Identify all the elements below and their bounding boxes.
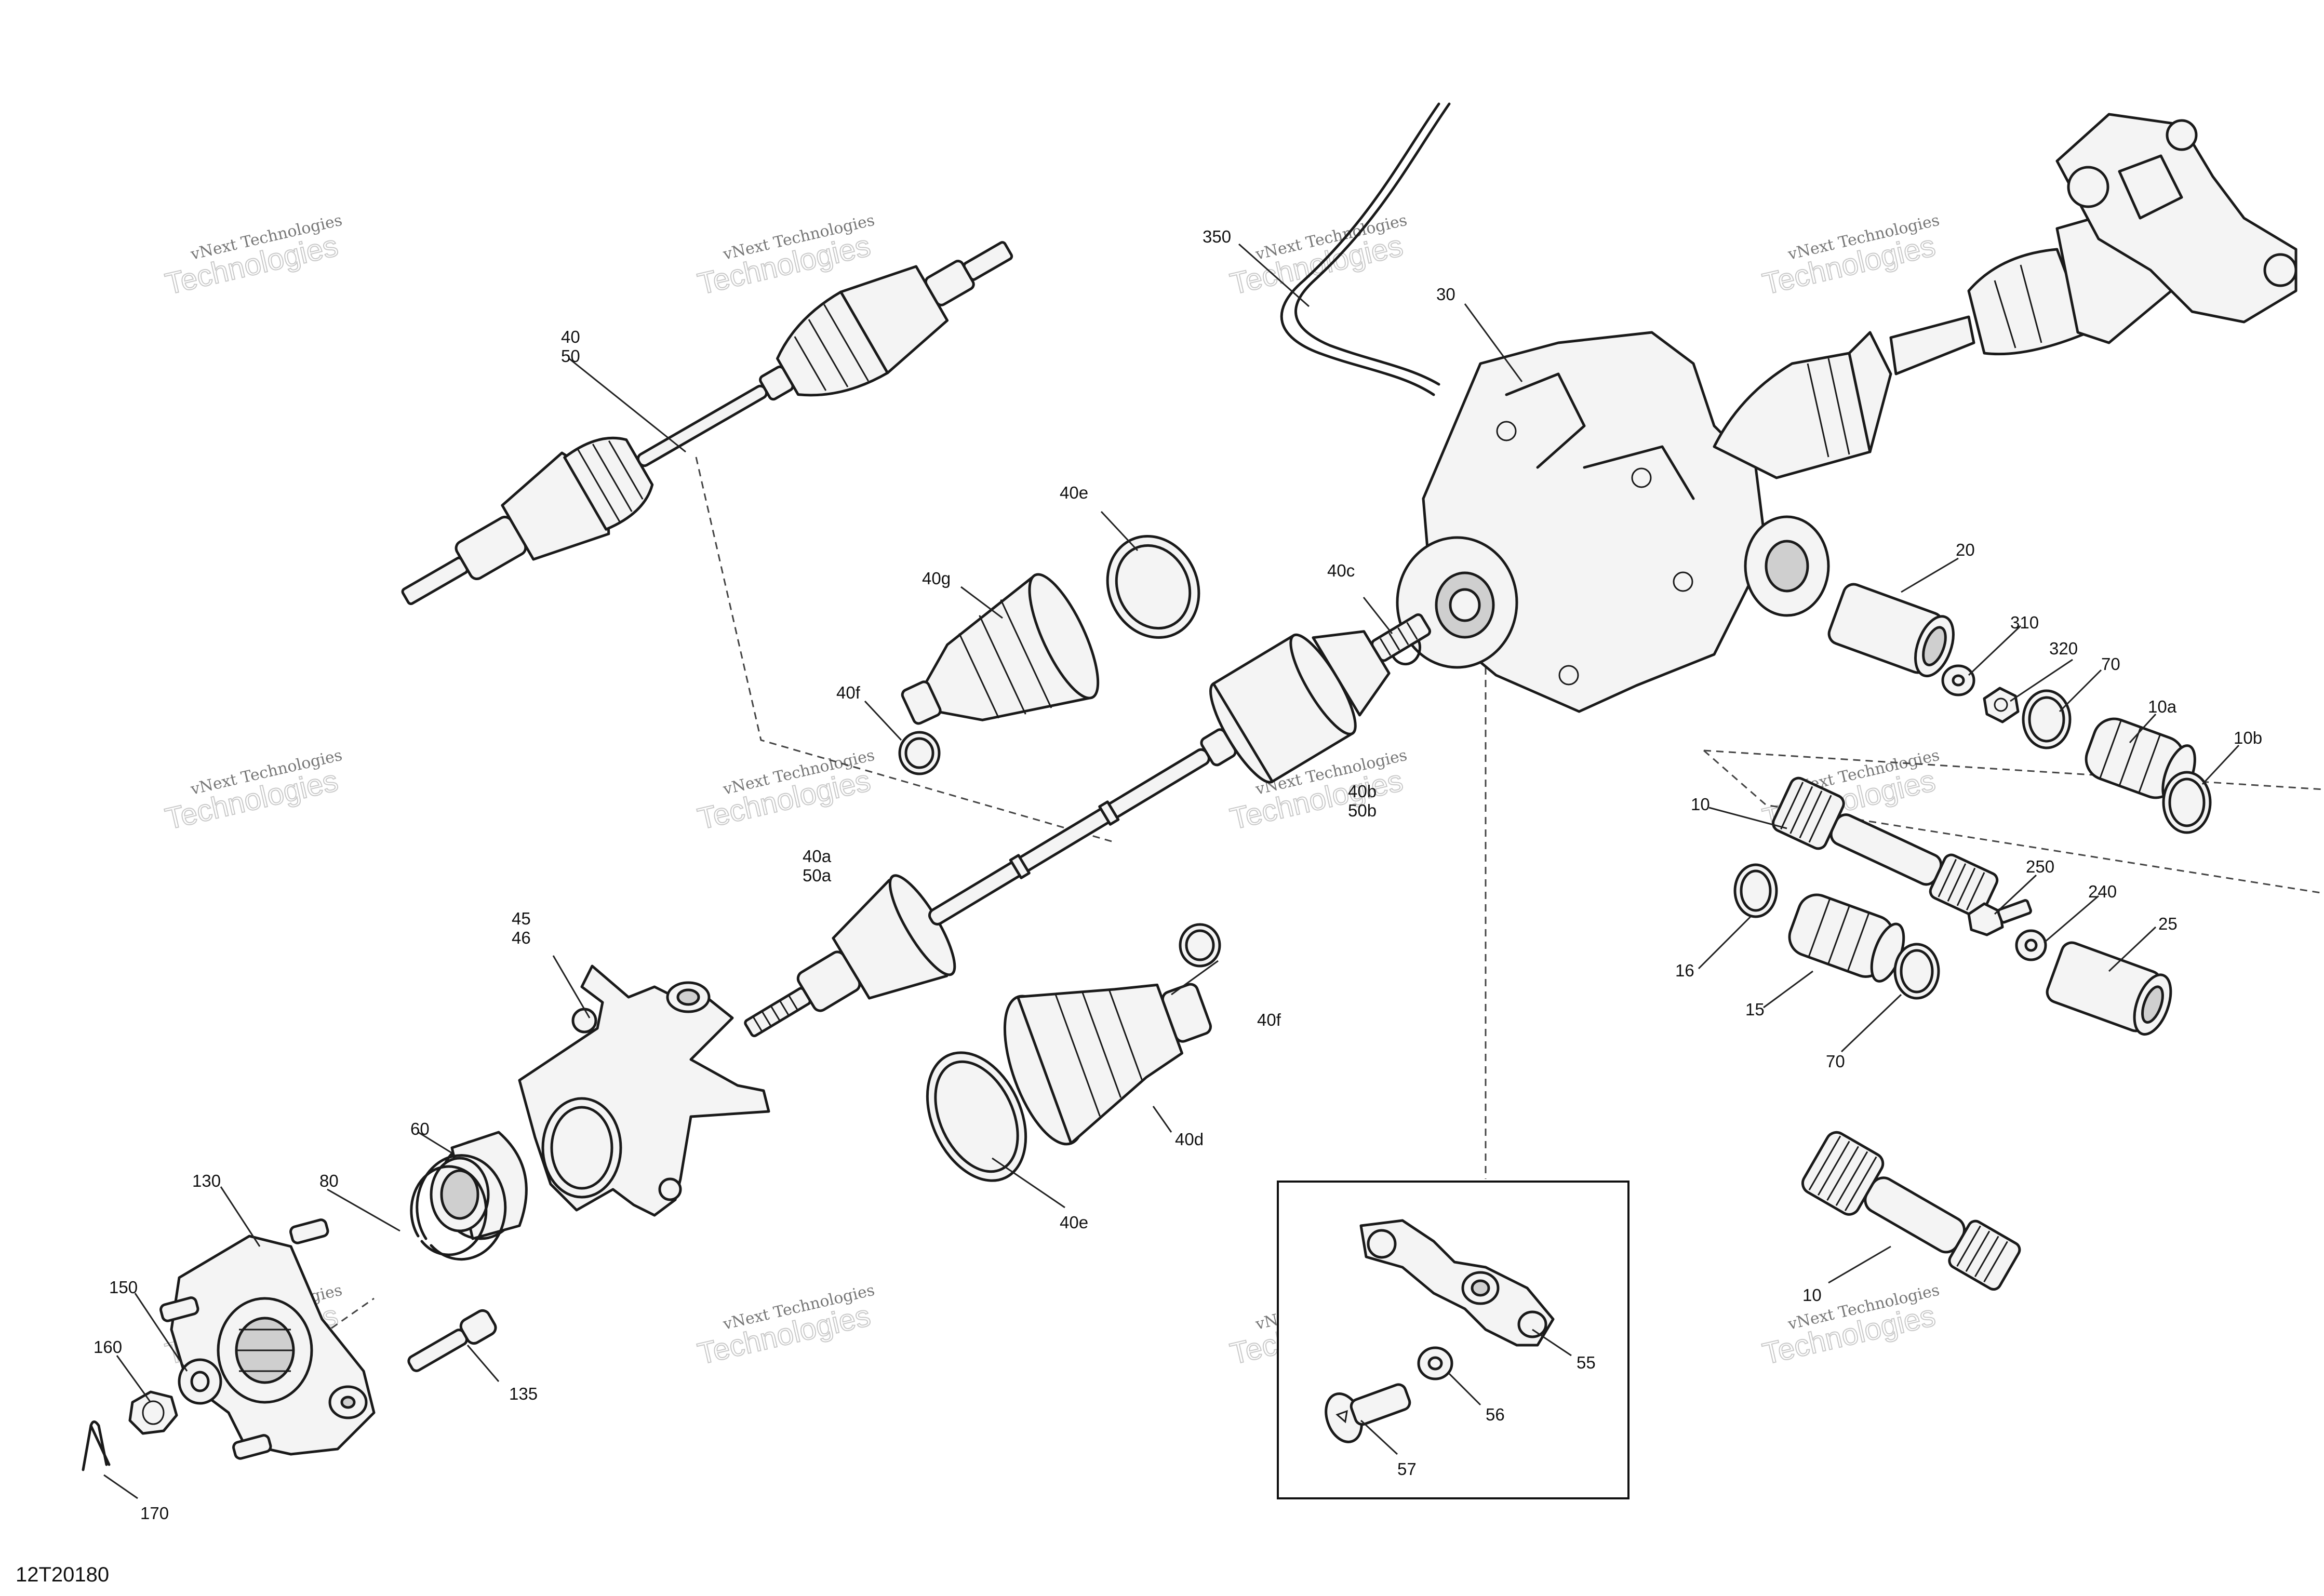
callout-56: 56 [1486, 1405, 1505, 1424]
callout-130: 130 [192, 1171, 221, 1190]
callout-10a: 10a [2148, 697, 2177, 716]
callout-45: 45 [512, 909, 531, 928]
part-10-stub-shaft [1772, 776, 1999, 918]
part-10b-clamp [2162, 771, 2212, 834]
part-40f-clamp-upper [898, 731, 941, 775]
watermark: vNext Technologies Technologies [1759, 211, 1941, 302]
watermark: vNext Technologies Technologies [1759, 1281, 1941, 1372]
callout-310: 310 [2010, 613, 2039, 632]
callout-55: 55 [1577, 1353, 1596, 1372]
part-250-bolt [1967, 899, 2032, 936]
differential-housing [1396, 331, 1830, 713]
callout-10-lower: 10 [1802, 1285, 1822, 1305]
part-40d-boot [1003, 983, 1212, 1146]
callout-50: 50 [561, 346, 580, 366]
callout-160: 160 [94, 1337, 122, 1357]
part-240-washer [2015, 929, 2047, 961]
callout-170: 170 [140, 1504, 169, 1523]
part-57-bolt [1325, 1383, 1411, 1443]
callout-30: 30 [1436, 285, 1455, 304]
part-25-sleeve [2046, 941, 2172, 1036]
part-56-washer [1417, 1346, 1453, 1380]
watermark: vNext Technologies Technologies [162, 211, 344, 302]
callout-40d: 40d [1175, 1130, 1204, 1149]
part-170-cotter-pin [82, 1420, 111, 1471]
callout-50b: 50b [1348, 801, 1377, 820]
callout-240: 240 [2088, 882, 2117, 901]
callout-80: 80 [319, 1171, 339, 1190]
callout-70-lower: 70 [1826, 1052, 1845, 1071]
watermark: vNext Technologies Technologies [162, 746, 344, 837]
right-knuckle [2055, 113, 2298, 324]
callout-46: 46 [512, 928, 531, 947]
drive-shaft-upper [401, 241, 1013, 606]
callout-320: 320 [2049, 639, 2078, 658]
part-40g-boot [901, 573, 1100, 725]
callout-150: 150 [109, 1278, 138, 1297]
part-70-clamp-lower [1893, 943, 1940, 1000]
callout-40f-lower: 40f [1257, 1010, 1281, 1029]
callout-250: 250 [2026, 857, 2054, 876]
figure-id: 12T20180 [16, 1563, 109, 1586]
callout-57: 57 [1397, 1459, 1417, 1479]
right-drive-shaft [1713, 206, 2173, 479]
part-135-stud [407, 1309, 497, 1372]
part-70-clamp-upper [2022, 689, 2072, 749]
callout-40e-upper: 40e [1060, 483, 1088, 502]
part-160-castle-nut [128, 1390, 178, 1435]
part-80-circlip [410, 1154, 507, 1261]
part-40f-clamp-lower [1179, 923, 1221, 968]
callout-40e-lower: 40e [1060, 1213, 1088, 1232]
part-20-sleeve [1827, 583, 1955, 678]
callout-40g: 40g [922, 569, 951, 588]
part-130-hub [159, 1218, 376, 1460]
part-310-washer [1941, 664, 1975, 696]
callout-10-upper: 10 [1691, 795, 1710, 814]
part-40e-clamp-lower [926, 1051, 1027, 1182]
callout-40c: 40c [1327, 561, 1355, 580]
part-60-bearing [430, 1131, 528, 1240]
callout-60: 60 [410, 1119, 430, 1138]
leader-lines [103, 243, 2240, 1499]
part-55-bracket [1359, 1219, 1555, 1347]
part-150-washer [178, 1358, 222, 1405]
part-320-nut [1983, 687, 2020, 723]
part-45-knuckle [518, 964, 770, 1217]
callout-40a: 40a [803, 847, 832, 866]
callout-25: 25 [2158, 914, 2178, 933]
callout-70-upper: 70 [2101, 654, 2120, 674]
part-15-boot [1788, 893, 1905, 983]
callout-40f-upper: 40f [836, 683, 861, 702]
watermark: vNext Technologies Technologies [694, 1281, 876, 1372]
part-16-clamp [1733, 863, 1778, 918]
callout-20: 20 [1956, 540, 1975, 559]
callout-16: 16 [1675, 961, 1694, 980]
callout-40: 40 [561, 327, 580, 346]
callout-10b: 10b [2234, 728, 2262, 747]
callout-labels: 40 50 350 30 40e 40g 40c 40f 20 310 320 … [94, 227, 2262, 1523]
callout-40b: 40b [1348, 782, 1377, 801]
part-40e-clamp-upper [1106, 535, 1200, 639]
callout-350: 350 [1203, 227, 1231, 246]
inset-box [1277, 1181, 1630, 1499]
callout-15: 15 [1745, 1000, 1765, 1019]
callout-50a: 50a [803, 866, 832, 885]
drive-shaft-main [744, 613, 1432, 1038]
part-10-stub-shaft-alt [1801, 1131, 2021, 1291]
breather-hose [1280, 102, 1451, 396]
callout-135: 135 [509, 1384, 538, 1403]
watermark: vNext Technologies Technologies [694, 746, 876, 837]
